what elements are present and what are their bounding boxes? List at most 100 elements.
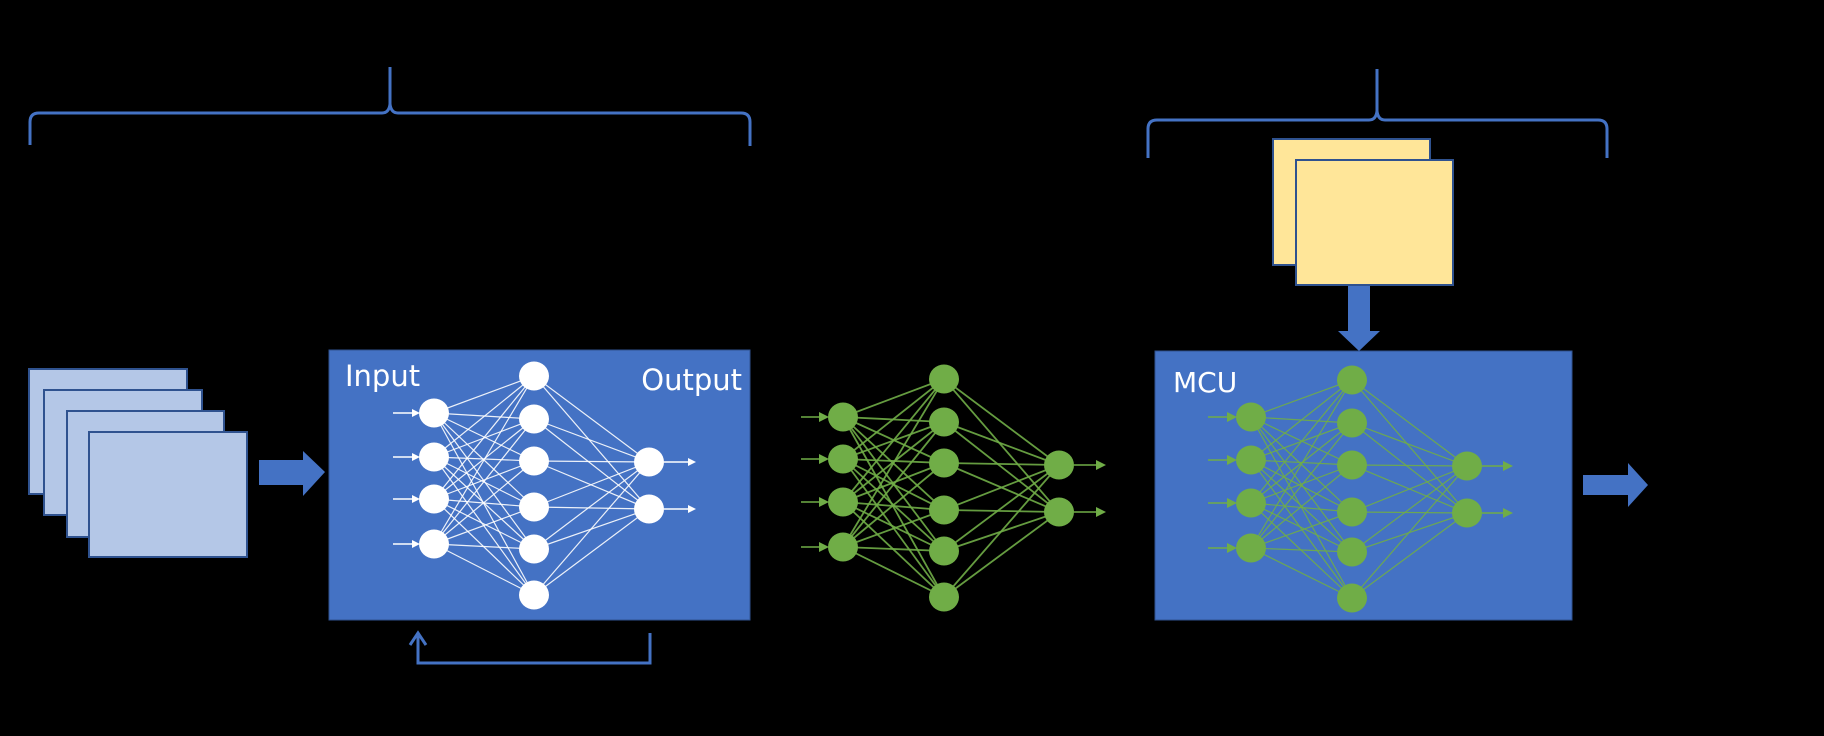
input-node xyxy=(828,532,858,562)
network-connection xyxy=(533,508,650,596)
network-connection xyxy=(433,460,535,500)
arrow-right-icon xyxy=(259,451,325,496)
network-connection xyxy=(943,464,1060,511)
output-label: Output xyxy=(641,363,742,397)
network-connection xyxy=(943,464,1060,598)
feedback-arrow-head xyxy=(408,630,428,646)
network-connection xyxy=(533,461,650,596)
network-connection xyxy=(433,543,535,550)
network-connection xyxy=(842,416,945,598)
input-node xyxy=(419,398,449,428)
network-connection xyxy=(433,506,535,545)
hidden-node xyxy=(519,404,549,434)
hidden-node xyxy=(929,582,959,612)
network-connection xyxy=(533,418,650,510)
hidden-node xyxy=(929,536,959,566)
hidden-node xyxy=(1337,583,1367,613)
network-connection xyxy=(533,375,650,463)
network-connection xyxy=(1351,512,1468,599)
input-node xyxy=(1236,533,1266,563)
network-connection xyxy=(1250,547,1353,553)
hidden-node xyxy=(1337,537,1367,567)
network-connection xyxy=(842,462,945,548)
network-connection xyxy=(1351,422,1468,467)
network-connection xyxy=(433,460,535,545)
training-network-box xyxy=(328,349,751,621)
network-connection xyxy=(842,378,945,460)
hidden-node xyxy=(929,364,959,394)
hidden-node xyxy=(1337,365,1367,395)
network-connection xyxy=(943,464,1060,552)
network-connection xyxy=(433,418,535,545)
network-connection xyxy=(433,375,535,500)
deployment-input-cards xyxy=(1272,138,1454,286)
network-connection xyxy=(1351,379,1468,514)
network-connection xyxy=(842,378,945,548)
network-connection xyxy=(842,462,945,503)
input-card xyxy=(1295,159,1454,286)
network-connection xyxy=(433,498,535,550)
input-label: Input xyxy=(345,359,420,393)
mcu-box xyxy=(1154,350,1573,621)
network-connection xyxy=(1250,379,1353,461)
mcu-neural-network xyxy=(1208,365,1513,613)
network-connection xyxy=(842,546,945,598)
network-connection xyxy=(842,509,945,548)
hidden-node xyxy=(519,534,549,564)
network-connection xyxy=(533,461,650,508)
hidden-node xyxy=(519,361,549,391)
output-node xyxy=(634,494,664,524)
hidden-node xyxy=(929,407,959,437)
input-node xyxy=(1236,402,1266,432)
output-node xyxy=(1452,498,1482,528)
input-node xyxy=(419,484,449,514)
network-connection xyxy=(1250,511,1353,549)
feedback-loop-arrow xyxy=(416,633,652,665)
network-connection xyxy=(1250,547,1353,599)
network-connection xyxy=(1250,379,1353,549)
network-connection xyxy=(433,375,535,545)
input-node xyxy=(419,529,449,559)
network-connection xyxy=(1351,379,1468,467)
network-connection xyxy=(433,543,535,596)
network-connection xyxy=(842,546,945,552)
network-connection xyxy=(1250,502,1353,513)
network-connection xyxy=(943,511,1060,598)
output-node xyxy=(1452,451,1482,481)
network-connection xyxy=(1351,464,1468,467)
network-connection xyxy=(1250,422,1353,549)
output-node xyxy=(634,447,664,477)
network-connection xyxy=(1250,464,1353,504)
hidden-node xyxy=(929,495,959,525)
arrow-down-icon xyxy=(1338,286,1380,351)
network-connection xyxy=(943,378,1060,513)
network-connection xyxy=(533,461,650,550)
network-connection xyxy=(842,501,945,552)
output-node xyxy=(1044,450,1074,480)
hidden-node xyxy=(519,446,549,476)
network-connection xyxy=(533,418,650,463)
network-connection xyxy=(433,375,535,414)
network-connection xyxy=(1351,511,1468,514)
network-connection xyxy=(842,378,945,503)
hidden-node xyxy=(1337,450,1367,480)
network-connection xyxy=(433,375,535,458)
network-connection xyxy=(943,509,1060,513)
network-connection xyxy=(533,460,650,463)
deployment-stage-brace xyxy=(1146,69,1609,158)
input-node xyxy=(1236,488,1266,518)
trained-neural-network xyxy=(801,364,1106,612)
network-connection xyxy=(1250,379,1353,504)
network-connection xyxy=(1250,464,1353,549)
hidden-node xyxy=(929,448,959,478)
network-connection xyxy=(1250,502,1353,553)
hidden-node xyxy=(519,580,549,610)
network-connection xyxy=(842,378,945,418)
network-connection xyxy=(1351,465,1468,553)
training-neural-network xyxy=(393,361,696,610)
network-connection xyxy=(943,462,1060,466)
input-node xyxy=(828,402,858,432)
network-connection xyxy=(533,375,650,510)
network-connection xyxy=(943,378,1060,466)
